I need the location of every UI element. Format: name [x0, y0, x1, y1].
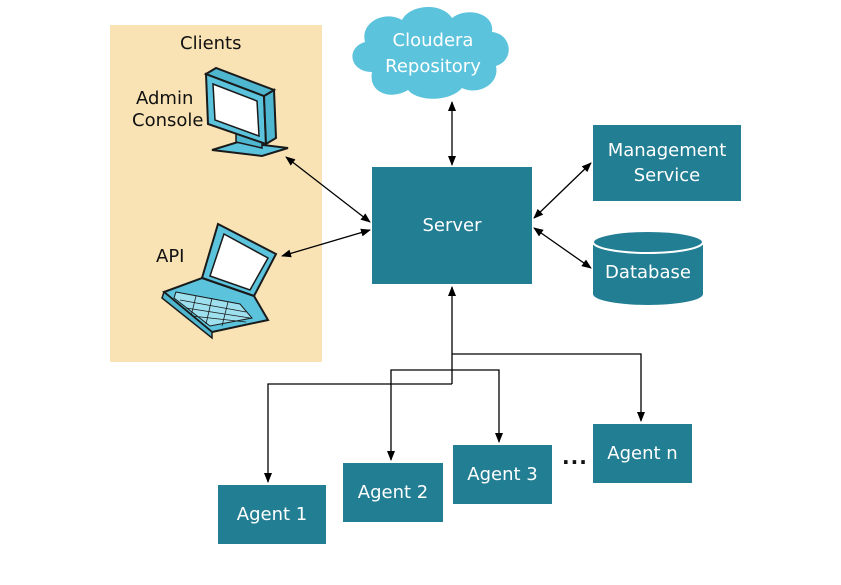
agent-2-box: Agent 2	[343, 463, 443, 522]
server-label: Server	[422, 215, 482, 236]
agent-3-label: Agent 3	[467, 464, 538, 485]
arrow-to-agent-2	[387, 369, 452, 461]
management-service-line2: Service	[633, 165, 701, 186]
agent-1-box: Agent 1	[218, 485, 326, 544]
agent-2-label: Agent 2	[357, 482, 429, 503]
agent-3-box: Agent 3	[453, 445, 552, 504]
arrow-to-agent-n	[452, 353, 645, 422]
arrow-admin-server	[285, 156, 371, 223]
database-label: Database	[605, 262, 691, 283]
monitor-icon	[203, 66, 289, 158]
agent-n-box: Agent n	[593, 424, 692, 483]
agent-1-label: Agent 1	[236, 504, 308, 525]
agent-n-label: Agent n	[607, 443, 678, 464]
arrow-server-management	[533, 162, 592, 219]
arrow-api-server	[281, 228, 371, 258]
admin-console-label: Admin Console	[132, 88, 203, 132]
admin-console-label-line2: Console	[132, 110, 204, 131]
admin-console-label-line1: Admin	[136, 88, 194, 109]
arrow-server-database	[533, 227, 592, 269]
repository-label-line1: Cloudera	[392, 30, 474, 51]
server-box: Server	[372, 167, 532, 284]
arrow-to-agent-3	[452, 369, 503, 443]
laptop-icon	[161, 222, 278, 340]
agents-ellipsis: ...	[562, 445, 588, 469]
repository-label-line2: Repository	[385, 56, 481, 77]
database-shape	[592, 230, 704, 305]
management-service-box: Management Service	[593, 125, 741, 201]
api-label: API	[156, 246, 185, 267]
clients-title: Clients	[180, 33, 242, 54]
repository-label: Cloudera Repository	[360, 28, 506, 80]
management-service-line1: Management	[607, 140, 727, 161]
cloud-shape	[352, 6, 509, 99]
